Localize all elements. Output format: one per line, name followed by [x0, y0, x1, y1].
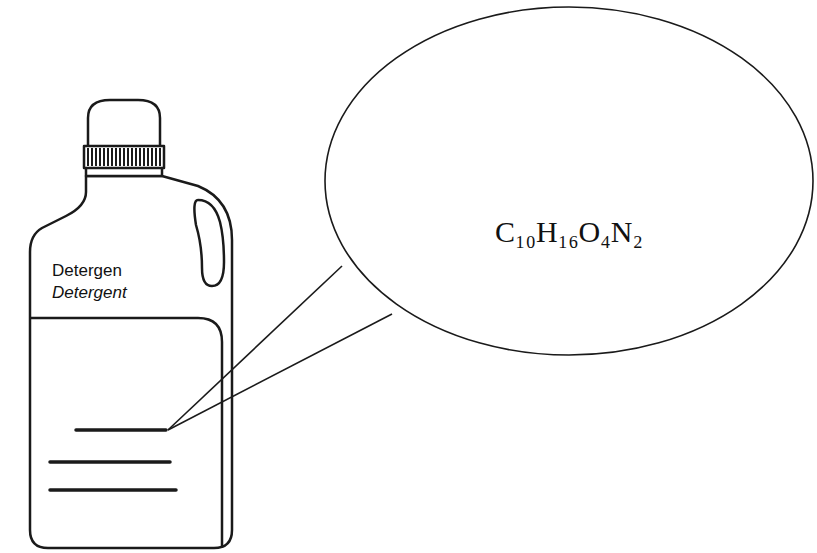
- bottle-body: [30, 176, 232, 548]
- cap-thread-band: [84, 146, 164, 168]
- thread: [87, 148, 89, 166]
- label-line: [50, 460, 170, 464]
- thread: [99, 148, 101, 166]
- thread: [135, 148, 137, 166]
- formula-bubble: C₁₀H₁₆O₄N₂: [323, 5, 815, 357]
- bottle-cap: [88, 100, 160, 150]
- label-line: [76, 428, 166, 432]
- bottle-label: DetergenDetergent: [50, 258, 131, 307]
- thread: [91, 148, 93, 166]
- thread: [151, 148, 153, 166]
- label-text: Detergen: [52, 260, 129, 282]
- bottle: [30, 100, 232, 548]
- thread: [115, 148, 117, 166]
- thread: [139, 148, 141, 166]
- thread: [107, 148, 109, 166]
- thread: [95, 148, 97, 166]
- bottle-handle-hole: [194, 200, 224, 286]
- thread: [123, 148, 125, 166]
- bubble-tail-line: [168, 314, 392, 430]
- bubble-ellipse: [325, 7, 813, 355]
- thread: [131, 148, 133, 166]
- bubble-outline: [323, 5, 815, 357]
- thread: [147, 148, 149, 166]
- thread: [103, 148, 105, 166]
- bottle-label-panel: [30, 318, 222, 548]
- thread: [159, 148, 161, 166]
- speech-bubble-tail: [168, 266, 392, 430]
- thread: [119, 148, 121, 166]
- label-text: C₁₀H₁₆O₄N₂: [495, 212, 643, 251]
- thread: [155, 148, 157, 166]
- label-text-italic: Detergent: [52, 282, 129, 304]
- thread: [127, 148, 129, 166]
- bubble-tail-line: [168, 266, 342, 430]
- thread: [143, 148, 145, 166]
- label-lines: [50, 430, 176, 490]
- label-line: [50, 488, 176, 492]
- thread: [111, 148, 113, 166]
- cap-threads: [88, 148, 160, 166]
